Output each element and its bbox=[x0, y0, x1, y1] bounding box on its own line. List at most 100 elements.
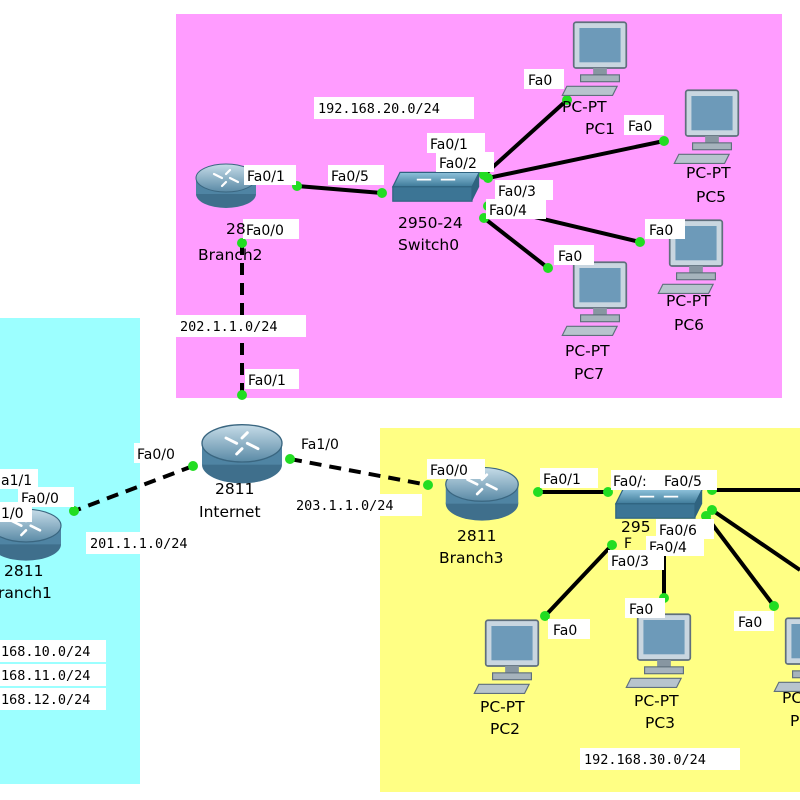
link-switch1-pc2 bbox=[543, 543, 614, 618]
device-model-pc4: PC bbox=[782, 689, 800, 707]
port-label-pc7-fa0: Fa0 bbox=[558, 249, 582, 265]
device-model-switch0: 2950-24 bbox=[398, 214, 463, 232]
port-label-inet-fa00: Fa0/0 bbox=[137, 447, 175, 463]
pc-icon[interactable] bbox=[773, 617, 800, 693]
net-label-branch3-lan: 192.168.30.0/24 bbox=[584, 752, 706, 768]
device-name-pc5: PC5 bbox=[696, 188, 726, 206]
net-label-branch1-lan1: 168.10.0/24 bbox=[1, 644, 90, 660]
port-label-sw0-fa04: Fa0/4 bbox=[489, 203, 527, 219]
pc-icon[interactable] bbox=[473, 619, 540, 695]
device-model-pc3: PC-PT bbox=[634, 692, 679, 710]
port-indicator bbox=[483, 173, 493, 183]
device-name-pc6: PC6 bbox=[674, 316, 704, 334]
port-label-b1-fa11: a1/1 bbox=[1, 473, 32, 489]
port-label-b2-fa01: Fa0/1 bbox=[247, 169, 285, 185]
port-label-sw1-fa06: Fa0/6 bbox=[659, 523, 697, 539]
link-switch0-pc7 bbox=[482, 216, 550, 270]
link-switch0-pc5 bbox=[487, 139, 665, 180]
link-switch1-edge bbox=[710, 508, 800, 572]
port-labels: Fa0/1 Fa0/0 Fa0/5 Fa0/1 Fa0/2 Fa0/3 Fa0/… bbox=[0, 69, 774, 639]
port-label-pc3-fa0: Fa0 bbox=[629, 602, 653, 618]
port-label-sw1-fa01: Fa0/: bbox=[613, 474, 647, 490]
device-model-internet: 2811 bbox=[215, 480, 254, 498]
pc-icon[interactable] bbox=[561, 21, 628, 97]
port-label-pc5-fa0: Fa0 bbox=[628, 119, 652, 135]
port-indicator bbox=[540, 611, 550, 621]
pc-icon[interactable] bbox=[561, 261, 628, 337]
device-model-branch1: 2811 bbox=[4, 562, 43, 580]
switch-icon[interactable] bbox=[614, 488, 704, 520]
port-indicator bbox=[562, 95, 572, 105]
port-indicator bbox=[603, 487, 613, 497]
port-label-b1-fa10: 1/0 bbox=[1, 506, 24, 522]
port-indicator bbox=[237, 238, 247, 248]
port-label-sw0-fa01: Fa0/1 bbox=[430, 137, 468, 153]
device-model-pc7: PC-PT bbox=[565, 342, 610, 360]
port-indicator bbox=[285, 454, 295, 464]
device-name-branch2: Branch2 bbox=[198, 246, 263, 264]
link-internet-branch1 bbox=[73, 464, 194, 513]
link-switch1-pc4 bbox=[704, 514, 776, 608]
port-label-sw1-fa03: Fa0/3 bbox=[611, 554, 649, 570]
device-name-pc7: PC7 bbox=[574, 365, 604, 383]
device-name-branch3: Branch3 bbox=[439, 549, 504, 567]
device-name-pc1: PC1 bbox=[585, 120, 615, 138]
port-indicator bbox=[533, 487, 543, 497]
device-model-pc5: PC-PT bbox=[686, 164, 731, 182]
net-label-branch1-lan3: 168.12.0/24 bbox=[1, 692, 90, 708]
port-label-b2-fa00: Fa0/0 bbox=[246, 223, 284, 239]
port-indicator bbox=[635, 237, 645, 247]
device-model-branch2: 28 bbox=[226, 220, 246, 238]
router-icon[interactable] bbox=[200, 423, 284, 485]
device-model-pc6: PC-PT bbox=[666, 292, 711, 310]
port-label-pc2-fa0: Fa0 bbox=[553, 623, 577, 639]
port-label-sw0-fa05: Fa0/5 bbox=[331, 169, 369, 185]
link-switch0-pc1 bbox=[482, 98, 569, 177]
port-indicator bbox=[423, 480, 433, 490]
port-indicator bbox=[69, 506, 79, 516]
net-label-branch1-lan2: 168.11.0/24 bbox=[1, 668, 90, 684]
port-label-pc6-fa0: Fa0 bbox=[649, 223, 673, 239]
device-model-switch1: 295 bbox=[621, 518, 651, 536]
pc-icon[interactable] bbox=[673, 89, 740, 165]
net-label-branch2-lan: 192.168.20.0/24 bbox=[318, 101, 440, 117]
port-indicator bbox=[659, 136, 669, 146]
port-indicator bbox=[237, 390, 247, 400]
port-indicator bbox=[188, 461, 198, 471]
port-indicator bbox=[607, 540, 617, 550]
device-name-switch0: Switch0 bbox=[398, 236, 459, 254]
port-label-sw1-f: F bbox=[624, 536, 632, 552]
port-label-b3-fa01: Fa0/1 bbox=[543, 472, 581, 488]
port-indicator bbox=[377, 188, 387, 198]
port-label-sw1-fa05: Fa0/5 bbox=[664, 474, 702, 490]
devices bbox=[0, 21, 800, 695]
link-branch2-switch0 bbox=[296, 184, 383, 195]
pc-icon[interactable] bbox=[625, 613, 692, 689]
port-label-sw0-fa03: Fa0/3 bbox=[498, 184, 536, 200]
link-internet-branch3 bbox=[289, 457, 429, 487]
network-labels: 192.168.20.0/24 202.1.1.0/24 201.1.1.0/2… bbox=[0, 97, 740, 770]
port-label-pc4-fa0: Fa0 bbox=[738, 615, 762, 631]
switch-icon[interactable] bbox=[391, 171, 481, 203]
net-label-branch2-wan: 202.1.1.0/24 bbox=[180, 319, 278, 335]
port-label-inet-fa10: Fa1/0 bbox=[301, 437, 339, 453]
device-model-pc2: PC-PT bbox=[480, 698, 525, 716]
port-label-b3-fa00: Fa0/0 bbox=[430, 463, 468, 479]
device-name-pc4: P bbox=[790, 712, 799, 730]
device-name-pc2: PC2 bbox=[490, 720, 520, 738]
device-labels: 28 Branch2 2950-24 Switch0 PC-PT PC1 PC-… bbox=[0, 98, 800, 738]
port-label-inet-fa01: Fa0/1 bbox=[248, 373, 286, 389]
port-indicator bbox=[707, 505, 717, 515]
port-label-sw0-fa02: Fa0/2 bbox=[439, 156, 477, 172]
port-label-pc1-fa0: Fa0 bbox=[528, 73, 552, 89]
net-label-branch1-wan: 201.1.1.0/24 bbox=[90, 536, 188, 552]
device-name-internet: Internet bbox=[199, 503, 261, 521]
device-model-pc1: PC-PT bbox=[562, 98, 607, 116]
device-name-pc3: PC3 bbox=[645, 714, 675, 732]
net-label-branch3-wan: 203.1.1.0/24 bbox=[296, 498, 394, 514]
device-model-branch3: 2811 bbox=[457, 527, 496, 545]
port-indicator bbox=[769, 601, 779, 611]
port-indicator bbox=[543, 263, 553, 273]
device-name-branch1: ranch1 bbox=[0, 584, 52, 602]
